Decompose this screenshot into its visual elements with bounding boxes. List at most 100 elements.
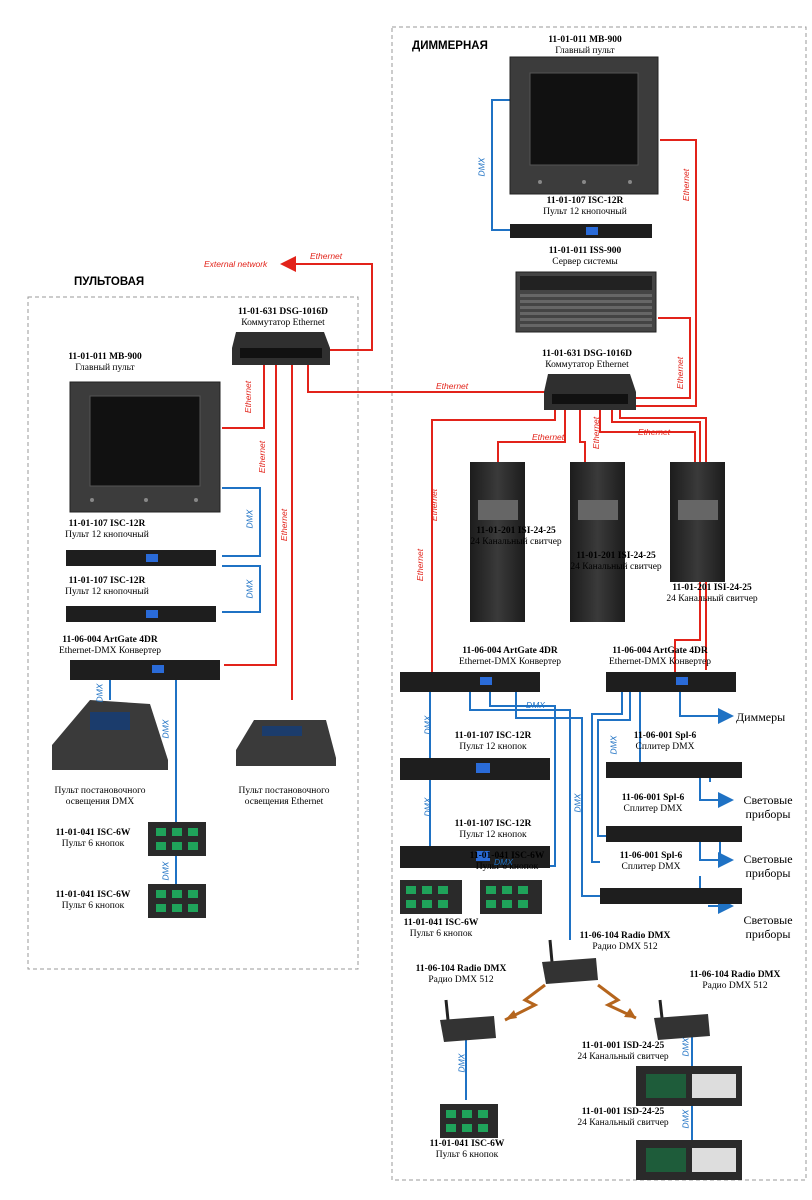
label-console-dmx: Пульт постановочного освещения DMX bbox=[54, 786, 146, 807]
tag-dmx-control-isc6w-2: DMX bbox=[160, 861, 171, 881]
artgate-dimmer-right-device bbox=[606, 672, 736, 692]
tag-dmx-control-isc6w: DMX bbox=[160, 719, 171, 739]
tag-ethernet-isi1: Ethernet bbox=[532, 432, 565, 442]
tag-dmx-isd-1: DMX bbox=[680, 1037, 691, 1057]
isc6w-dimmer-1-device bbox=[400, 880, 462, 914]
tag-ethernet-external: Ethernet bbox=[310, 251, 343, 261]
artgate-dimmer-left-device bbox=[400, 672, 540, 692]
isc6w-dimmer-2-device bbox=[480, 880, 542, 914]
isi-rack-3 bbox=[670, 462, 725, 582]
output-fixtures-1: Световые приборы bbox=[743, 793, 793, 821]
zone-title-control-room: ПУЛЬТОВАЯ bbox=[74, 276, 145, 288]
tag-ethernet-isi3: Ethernet bbox=[638, 427, 671, 437]
tag-dmx-dimmer-isc12r-2: DMX bbox=[422, 797, 433, 817]
tag-dmx-dimmer-isc12r-1: DMX bbox=[422, 715, 433, 735]
spl6-3-device bbox=[600, 888, 742, 904]
mb900-control-device bbox=[69, 381, 221, 513]
tag-ethernet-mb900: Ethernet bbox=[681, 168, 692, 202]
isc12r-control-2-device bbox=[66, 606, 216, 622]
tag-dmx-splitter: DMX bbox=[608, 735, 619, 755]
isc6w-control-2-device bbox=[148, 884, 206, 918]
isi-rack-2 bbox=[570, 462, 625, 622]
tag-ethernet-control-artgate: Ethernet bbox=[257, 440, 268, 474]
isc6w-control-1-device bbox=[148, 822, 206, 856]
tag-ethernet-artgate-2: Ethernet bbox=[415, 548, 426, 582]
mb900-dimmer-device bbox=[509, 56, 659, 195]
tag-dmx-radio-left: DMX bbox=[456, 1053, 467, 1073]
tag-external-network: External network bbox=[204, 259, 268, 269]
tag-dmx-control-console: DMX bbox=[94, 683, 105, 703]
output-fixtures-3: Световые приборы bbox=[743, 913, 793, 941]
tag-dmx-artgate-left: DMX bbox=[526, 700, 545, 710]
isc12r-dimmer-device bbox=[510, 224, 652, 238]
tag-dmx-radio: DMX bbox=[572, 793, 583, 813]
dimmer-room-border bbox=[391, 26, 807, 1181]
radio-right-device bbox=[654, 999, 710, 1040]
output-fixtures-2: Световые приборы bbox=[743, 852, 793, 880]
spl6-1-device bbox=[606, 762, 742, 778]
tag-ethernet-control-console: Ethernet bbox=[279, 508, 290, 542]
tag-ethernet-iss: Ethernet bbox=[675, 356, 686, 390]
tag-ethernet-isi2: Ethernet bbox=[591, 416, 602, 450]
tag-ethernet-interroom: Ethernet bbox=[436, 381, 469, 391]
isc12r-control-1-device bbox=[66, 550, 216, 566]
tag-ethernet-artgate-1: Ethernet bbox=[429, 488, 440, 522]
output-dimmers: Диммеры bbox=[736, 710, 786, 724]
dmx-console-device bbox=[52, 700, 168, 770]
control-room-border bbox=[27, 296, 359, 970]
isi-rack-1 bbox=[470, 462, 525, 622]
radio-left-device bbox=[440, 999, 496, 1042]
radio-links bbox=[504, 983, 637, 1022]
tag-dmx-control-isc1: DMX bbox=[244, 509, 255, 529]
tag-dmx-isd-2: DMX bbox=[680, 1109, 691, 1129]
isd-2-device bbox=[636, 1140, 742, 1180]
spl6-2-device bbox=[606, 826, 742, 842]
dsg-dimmer-switch-device bbox=[544, 374, 636, 410]
tag-dmx-control-isc2: DMX bbox=[244, 579, 255, 599]
isc6w-dimmer-buttons bbox=[406, 886, 528, 908]
artgate-control-device bbox=[70, 660, 220, 680]
tag-dmx-dimmer-mb900: DMX bbox=[476, 157, 487, 177]
tag-ethernet-control-mb900: Ethernet bbox=[243, 380, 254, 414]
isc6w-dimmer-3-device bbox=[440, 1104, 498, 1138]
isd-1-device bbox=[636, 1066, 742, 1106]
tag-dmx-isc6w-chain: DMX bbox=[494, 857, 513, 867]
ethernet-console-device bbox=[236, 720, 336, 766]
iss900-device bbox=[515, 271, 657, 333]
isc12r-dimmer-1-device bbox=[400, 758, 550, 780]
isc12r-dimmer-2-device bbox=[400, 846, 550, 868]
radio-center-device bbox=[542, 939, 598, 984]
zone-title-dimmer-room: ДИММЕРНАЯ bbox=[412, 40, 488, 52]
dsg-control-switch-device bbox=[232, 332, 330, 365]
